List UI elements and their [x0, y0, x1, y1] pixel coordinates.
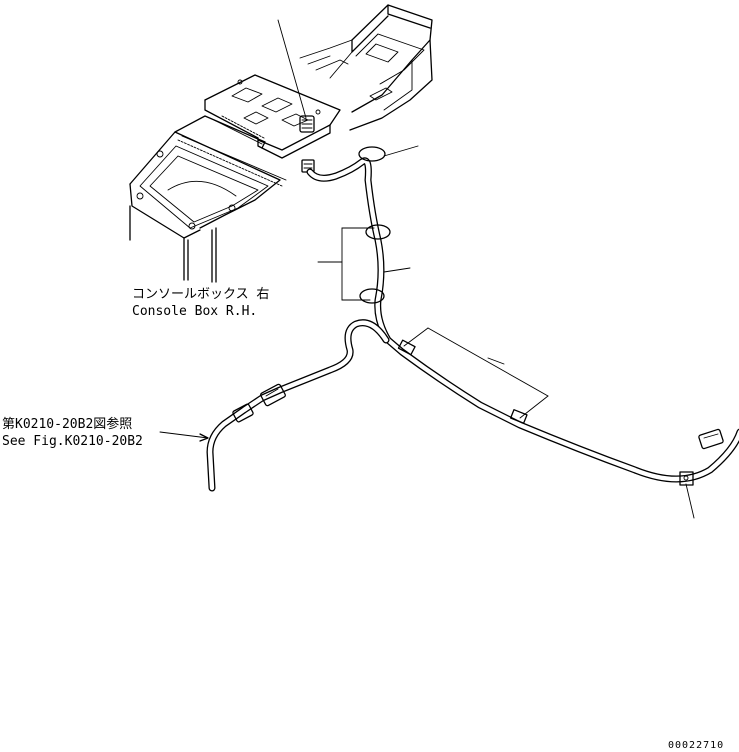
drawing-number: 00022710: [668, 740, 724, 751]
connector: [232, 383, 724, 450]
label-reference: 第K0210-20B2図参照 See Fig.K0210-20B2: [2, 416, 143, 449]
harness-cable-main: [306, 157, 739, 483]
label-console-box: コンソールボックス 右 Console Box R.H.: [132, 287, 269, 319]
harness-clamp: [358, 146, 694, 486]
reference-label-en: See Fig.K0210-20B2: [2, 434, 143, 449]
console-box-frame: [129, 4, 433, 283]
harness-cable-branch: [206, 319, 390, 492]
switch-connector: [299, 115, 315, 173]
reference-label-jp: 第K0210-20B2図参照: [2, 416, 132, 432]
console-box-label-en: Console Box R.H.: [132, 304, 257, 319]
console-box-label-jp: コンソールボックス 右: [132, 287, 269, 302]
leader-lines: [159, 19, 695, 519]
